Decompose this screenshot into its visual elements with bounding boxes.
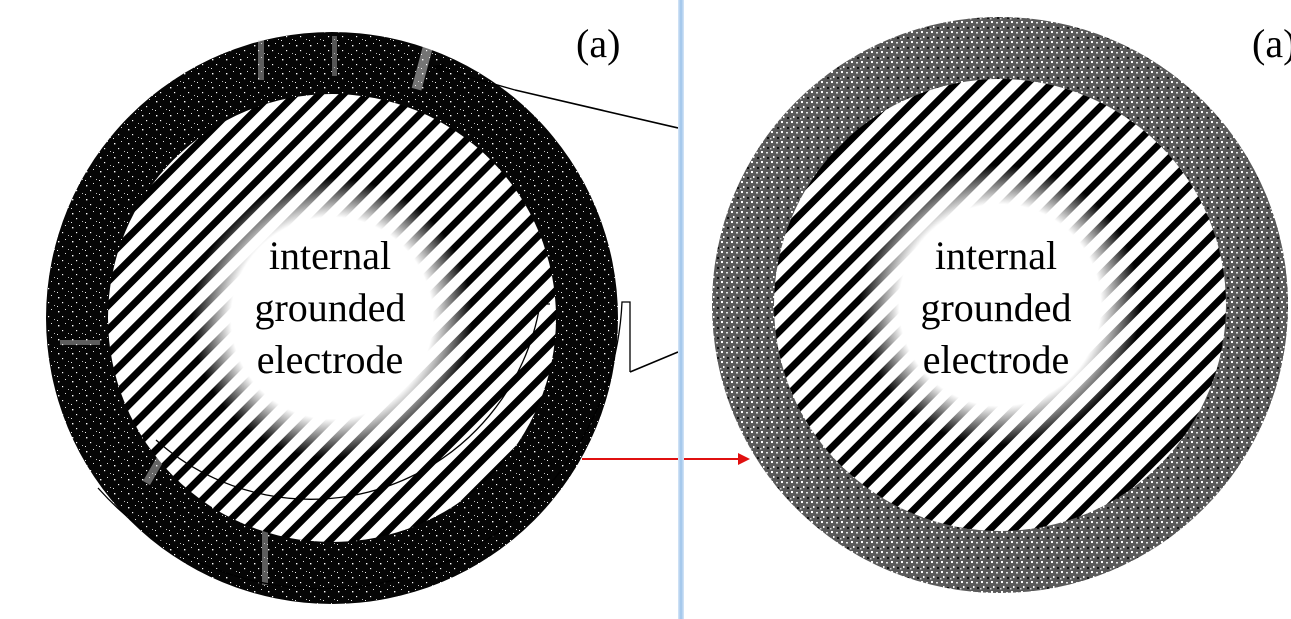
panel-label-right: (a) <box>1252 21 1291 66</box>
connector-arrow-icon <box>432 64 516 91</box>
left-outer-bracket <box>97 301 631 590</box>
left-diagram <box>46 32 678 604</box>
left-ring-streaks <box>60 36 435 585</box>
electrode-line-2: grounded <box>254 285 406 330</box>
connector-line-top <box>514 89 678 129</box>
electrode-line-3: electrode <box>256 337 404 382</box>
right-diagram <box>684 17 1288 593</box>
right-electrode-core <box>860 165 1140 445</box>
electrode-label-left: internal grounded electrode <box>210 230 450 386</box>
electrode-line-1: internal <box>934 233 1058 278</box>
electrode-line-3: electrode <box>922 337 1070 382</box>
panel-left: (a) internal grounded electrode <box>46 21 678 604</box>
panel-divider <box>678 0 684 619</box>
left-inner-bracket <box>155 303 550 500</box>
panel-label-left: (a) <box>576 21 621 66</box>
red-arrow-head-icon <box>684 453 750 465</box>
electrode-line-2: grounded <box>920 285 1072 330</box>
electrode-label-right: internal grounded electrode <box>876 230 1116 386</box>
panel-right: (a) internal grounded electrode <box>684 0 1291 619</box>
electrode-line-1: internal <box>268 233 392 278</box>
connector-line-bottom <box>629 351 678 373</box>
left-electrode-core <box>192 178 472 458</box>
